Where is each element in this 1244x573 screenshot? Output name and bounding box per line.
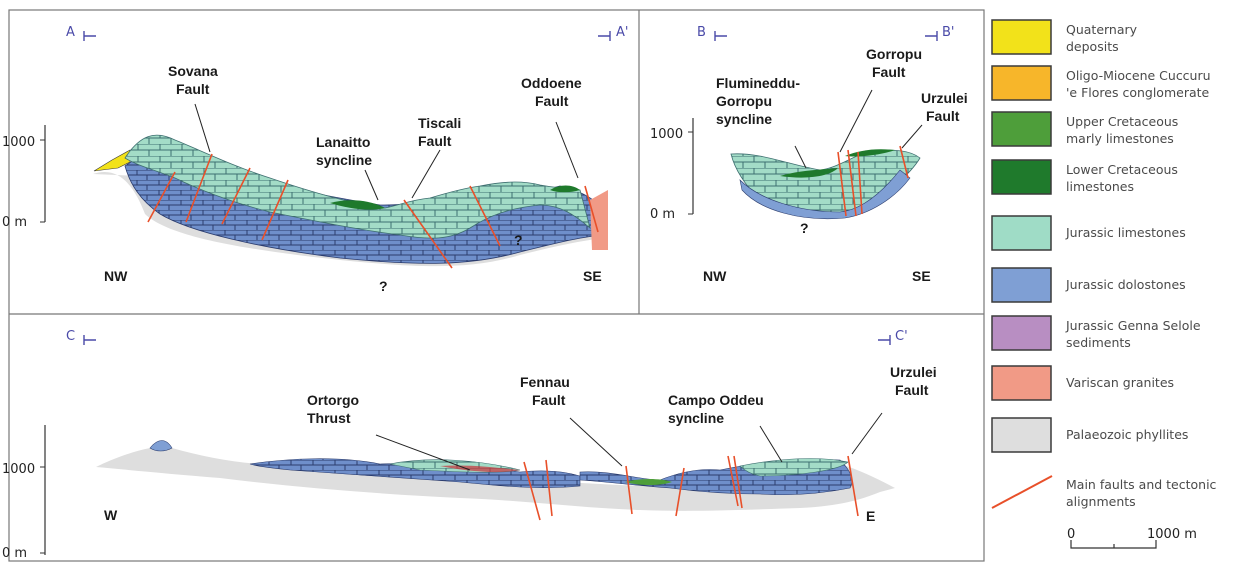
section-b-tick-1000: 1000 — [650, 127, 683, 142]
section-c-tick-1000: 1000 — [2, 462, 35, 477]
section-a-quaternary — [94, 150, 130, 171]
scale-bar-end-label: 1000 m — [1147, 527, 1197, 542]
tiscali-fault-label: Tiscali Fault — [418, 115, 465, 149]
sovana-fault-label: Sovana Fault — [168, 63, 222, 97]
legend-item: Jurassic limestones — [992, 216, 1186, 250]
section-a: A A' 1000 0 m — [2, 25, 628, 294]
ortorgo-thrust-label: Ortorgo Thrust — [307, 392, 363, 426]
section-c-start-label: C — [66, 329, 75, 344]
section-c-end-label: C' — [895, 329, 908, 344]
section-c-right-direction: E — [866, 508, 875, 524]
section-a-unknown-marker-2: ? — [379, 278, 388, 294]
urzulei-fault-label-b: Urzulei Fault — [921, 90, 972, 124]
legend-swatch — [992, 316, 1051, 350]
section-a-end-label: A' — [616, 25, 628, 40]
gorropu-fault-label: Gorropu Fault — [866, 46, 926, 80]
legend-swatch — [992, 268, 1051, 302]
section-a-start-marker — [84, 31, 96, 41]
legend-item: Oligo-Miocene Cuccuru'e Flores conglomer… — [992, 66, 1211, 100]
section-c-left-direction: W — [104, 507, 118, 523]
urzulei-fault-label-c: Urzulei Fault — [890, 364, 941, 398]
section-a-end-marker — [598, 31, 610, 41]
section-c: C C' 1000 0 m — [2, 329, 941, 561]
section-a-tick-1000: 1000 — [2, 135, 35, 150]
legend-label: Jurassic dolostones — [1065, 277, 1186, 292]
legend-label: Oligo-Miocene Cuccuru'e Flores conglomer… — [1066, 68, 1211, 100]
scale-bar-start-label: 0 — [1067, 527, 1075, 542]
section-c-end-marker — [878, 335, 890, 345]
scale-bar: 0 1000 m — [1067, 527, 1197, 548]
campo-oddeu-syncline-label: Campo Oddeu syncline — [668, 392, 768, 426]
section-a-left-direction: NW — [104, 268, 128, 284]
section-c-peak-dolostone — [150, 441, 172, 452]
section-b-left-direction: NW — [703, 268, 727, 284]
section-b-unknown-marker: ? — [800, 220, 809, 236]
section-c-tick-0: 0 m — [2, 546, 27, 561]
section-b-start-label: B — [697, 25, 706, 40]
legend-item: Palaeozoic phyllites — [992, 418, 1188, 452]
section-a-unknown-marker-1: ? — [514, 232, 523, 248]
legend-label: Variscan granites — [1066, 375, 1174, 390]
flumineddu-gorropu-syncline-label: Flumineddu- Gorropu syncline — [716, 75, 804, 127]
legend-swatch — [992, 112, 1051, 146]
section-a-tick-0: 0 m — [2, 215, 27, 230]
legend-swatch — [992, 216, 1051, 250]
legend-swatch — [992, 418, 1051, 452]
section-b: B B' 1000 0 m Flumineddu- Gorropu syncli… — [650, 25, 972, 284]
oddoene-fault-label: Oddoene Fault — [521, 75, 586, 109]
section-c-start-marker — [84, 335, 96, 345]
section-b-end-label: B' — [942, 25, 955, 40]
legend-swatch — [992, 366, 1051, 400]
section-a-granite — [590, 190, 608, 250]
section-a-start-label: A — [66, 25, 75, 40]
legend-swatch — [992, 66, 1051, 100]
section-b-end-marker — [925, 31, 937, 41]
section-a-right-direction: SE — [583, 268, 602, 284]
legend-item: Jurassic dolostones — [992, 268, 1186, 302]
legend-fault-line — [992, 476, 1052, 508]
legend-label: Jurassic limestones — [1065, 225, 1186, 240]
section-b-tick-0: 0 m — [650, 207, 675, 222]
legend-item: Variscan granites — [992, 366, 1174, 400]
fennau-fault-label: Fennau Fault — [520, 374, 574, 408]
legend-swatch — [992, 20, 1051, 54]
legend-label: Palaeozoic phyllites — [1066, 427, 1188, 442]
section-b-right-direction: SE — [912, 268, 931, 284]
section-b-start-marker — [715, 31, 727, 41]
legend-swatch — [992, 160, 1051, 194]
lanaitto-syncline-label: Lanaitto syncline — [316, 134, 374, 168]
